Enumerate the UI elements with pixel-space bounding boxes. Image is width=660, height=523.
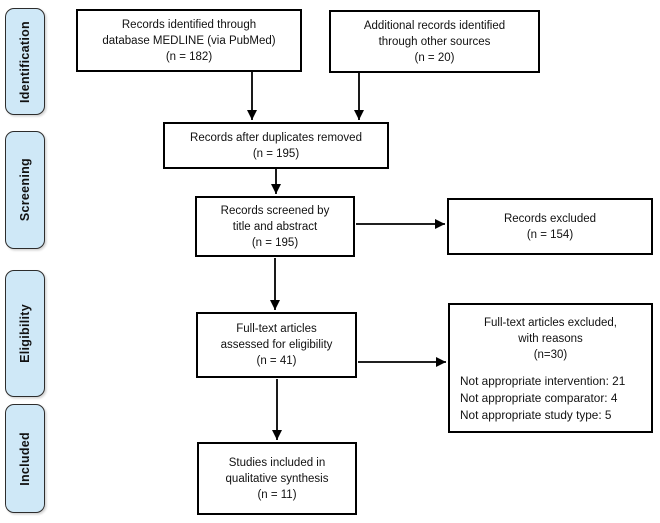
box-records-after-duplicates-text: Records after duplicates removed (n = 19… bbox=[190, 131, 362, 160]
stage-eligibility: Eligibility bbox=[5, 270, 45, 397]
stage-included-label: Included bbox=[18, 431, 32, 486]
box-records-identified-other: Additional records identified through ot… bbox=[329, 10, 540, 73]
box-fulltext-excluded-reasons: Not appropriate intervention: 21 Not app… bbox=[460, 374, 626, 422]
box-records-excluded-text: Records excluded (n = 154) bbox=[503, 212, 597, 241]
box-records-identified-database: Records identified through database MEDL… bbox=[76, 9, 302, 72]
box-studies-included: Studies included in qualitative synthesi… bbox=[197, 442, 357, 515]
box-fulltext-assessed-text: Full-text articles assessed for eligibil… bbox=[220, 323, 333, 367]
box-records-screened: Records screened by title and abstract (… bbox=[195, 196, 355, 257]
box-fulltext-excluded: Full-text articles excluded, with reason… bbox=[448, 303, 653, 433]
stage-identification-label: Identification bbox=[18, 20, 32, 103]
box-studies-included-text: Studies included in qualitative synthesi… bbox=[225, 456, 329, 501]
box-records-identified-other-text: Additional records identified through ot… bbox=[363, 19, 506, 64]
box-fulltext-assessed: Full-text articles assessed for eligibil… bbox=[196, 312, 357, 378]
stage-screening: Screening bbox=[5, 131, 45, 249]
stage-eligibility-label: Eligibility bbox=[18, 304, 32, 363]
stage-screening-label: Screening bbox=[18, 158, 32, 222]
box-fulltext-excluded-header: Full-text articles excluded, with reason… bbox=[484, 317, 617, 361]
box-records-identified-database-text: Records identified through database MEDL… bbox=[102, 18, 276, 63]
box-records-screened-text: Records screened by title and abstract (… bbox=[220, 204, 330, 249]
stage-identification: Identification bbox=[5, 8, 45, 115]
stage-included: Included bbox=[5, 404, 45, 513]
box-records-after-duplicates: Records after duplicates removed (n = 19… bbox=[163, 122, 389, 169]
box-records-excluded: Records excluded (n = 154) bbox=[447, 198, 653, 255]
